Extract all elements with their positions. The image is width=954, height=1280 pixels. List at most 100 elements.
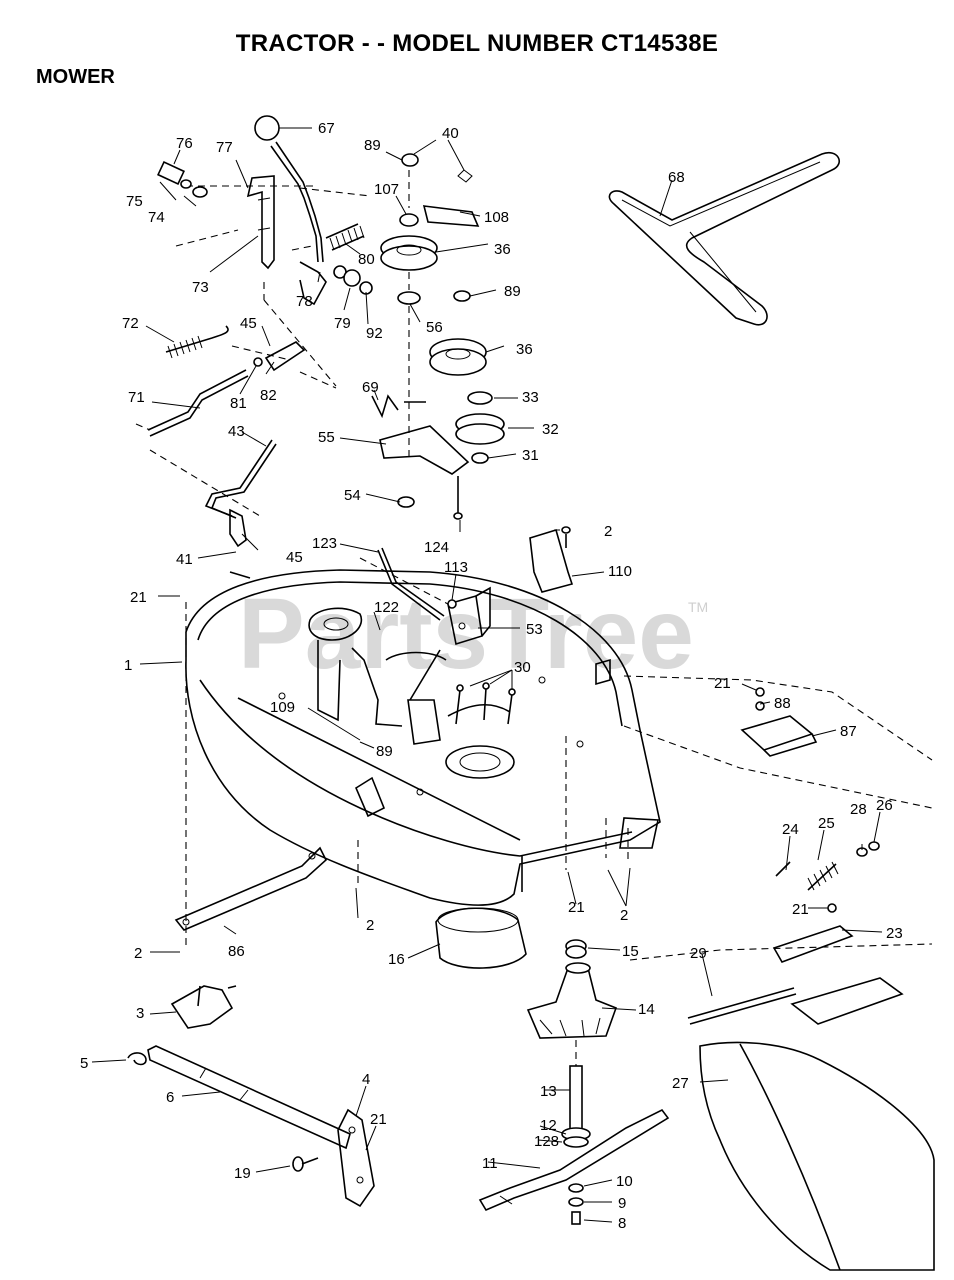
- callout-82: 82: [260, 387, 277, 404]
- callout-72: 72: [122, 315, 139, 332]
- callout-21-bracket: 21: [370, 1111, 387, 1128]
- callout-71: 71: [128, 389, 145, 406]
- callout-24: 24: [782, 821, 799, 838]
- knob-67: [254, 115, 312, 141]
- callout-113: 113: [444, 559, 468, 576]
- callout-89-right: 89: [504, 283, 521, 300]
- callout-54: 54: [344, 487, 361, 504]
- callout-11: 11: [482, 1155, 498, 1172]
- leader-lines: [91, 139, 883, 1223]
- callout-109: 109: [270, 699, 295, 716]
- bracket-87: [623, 675, 933, 809]
- callout-79: 79: [334, 315, 351, 332]
- callout-108: 108: [484, 209, 509, 226]
- lift-rod-43: [204, 439, 277, 579]
- callout-23: 23: [886, 925, 903, 942]
- callout-5: 5: [80, 1055, 88, 1072]
- callout-92: 92: [366, 325, 383, 342]
- callout-36-lower: 36: [516, 341, 533, 358]
- link-6: [147, 1045, 351, 1150]
- callout-21-arm: 21: [792, 901, 809, 918]
- callout-8: 8: [618, 1215, 626, 1232]
- callout-3: 3: [136, 1005, 144, 1022]
- callout-36-top: 36: [494, 241, 511, 258]
- callout-1: 1: [124, 657, 132, 674]
- callout-32: 32: [542, 421, 559, 438]
- callout-75: 75: [126, 193, 143, 210]
- callout-33: 33: [522, 389, 539, 406]
- spindle-housing-14: [526, 962, 618, 1039]
- watermark: PartsTree: [238, 578, 694, 690]
- callout-21-deck: 21: [568, 899, 585, 916]
- callout-78: 78: [296, 293, 313, 310]
- discharge-chute-27: [629, 943, 935, 1271]
- callout-124: 124: [424, 539, 449, 556]
- bracket-4-21: [337, 1108, 375, 1208]
- hanger-bar-86: [174, 846, 327, 931]
- watermark-tm: TM: [688, 599, 708, 615]
- callout-128: 128: [534, 1133, 559, 1150]
- callout-74: 74: [148, 209, 165, 226]
- blade-11: [478, 1108, 670, 1225]
- callout-69: 69: [362, 379, 379, 396]
- callout-6: 6: [166, 1089, 174, 1106]
- mower-deck: [185, 569, 661, 906]
- clip-5: [127, 1052, 147, 1066]
- callout-4: 4: [362, 1071, 370, 1088]
- idler-pulley-36b: [429, 338, 487, 376]
- bracket-55: [371, 394, 470, 520]
- callout-77: 77: [216, 139, 233, 156]
- callout-26: 26: [876, 797, 893, 814]
- rod-71: [135, 369, 261, 517]
- spring-72: [165, 325, 229, 359]
- callout-27: 27: [672, 1075, 689, 1092]
- callout-16: 16: [388, 951, 405, 968]
- callout-29: 29: [690, 945, 707, 962]
- callout-73: 73: [192, 279, 209, 296]
- callout-9: 9: [618, 1195, 626, 1212]
- callout-15: 15: [622, 943, 639, 960]
- callout-21-right: 21: [714, 675, 731, 692]
- pulley-32: [455, 391, 505, 464]
- callout-81: 81: [230, 395, 247, 412]
- callout-67: 67: [318, 120, 335, 137]
- callout-80: 80: [358, 251, 375, 268]
- rod-29: [687, 987, 797, 1025]
- callout-107: 107: [374, 181, 399, 198]
- spring-25: [775, 841, 880, 891]
- callout-2-top: 2: [604, 523, 612, 540]
- page-title: TRACTOR - - MODEL NUMBER CT14538E: [235, 30, 719, 57]
- callout-14: 14: [638, 1001, 655, 1018]
- bolts-30: [455, 682, 516, 725]
- callout-12: 12: [540, 1117, 557, 1134]
- callout-13: 13: [540, 1083, 557, 1100]
- drive-belt-68: [608, 151, 840, 326]
- callout-53: 53: [526, 621, 543, 638]
- callout-41: 41: [176, 551, 193, 568]
- idler-pulley-stack: [380, 153, 480, 460]
- spring-80: [325, 223, 365, 251]
- callout-68: 68: [668, 169, 685, 186]
- callout-25: 25: [818, 815, 835, 832]
- callout-89-deck: 89: [376, 743, 393, 760]
- spindle-guard-16: [435, 907, 527, 969]
- callout-2-deck-right: 2: [620, 907, 628, 924]
- callout-76: 76: [176, 135, 193, 152]
- callout-86: 86: [228, 943, 245, 960]
- callout-89-top: 89: [364, 137, 381, 154]
- callout-56: 56: [426, 319, 443, 336]
- callout-55: 55: [318, 429, 335, 446]
- bearing-15: [565, 939, 587, 959]
- callout-31: 31: [522, 447, 539, 464]
- callout-30: 30: [514, 659, 531, 676]
- washers-79-92: [333, 265, 373, 295]
- callout-19: 19: [234, 1165, 251, 1182]
- arm-23: [772, 903, 854, 963]
- callout-10: 10: [616, 1173, 633, 1190]
- section-label: MOWER: [36, 66, 115, 88]
- callout-40: 40: [442, 125, 459, 142]
- callout-122: 122: [374, 599, 399, 616]
- callout-43: 43: [228, 423, 245, 440]
- pin-76: [157, 160, 208, 198]
